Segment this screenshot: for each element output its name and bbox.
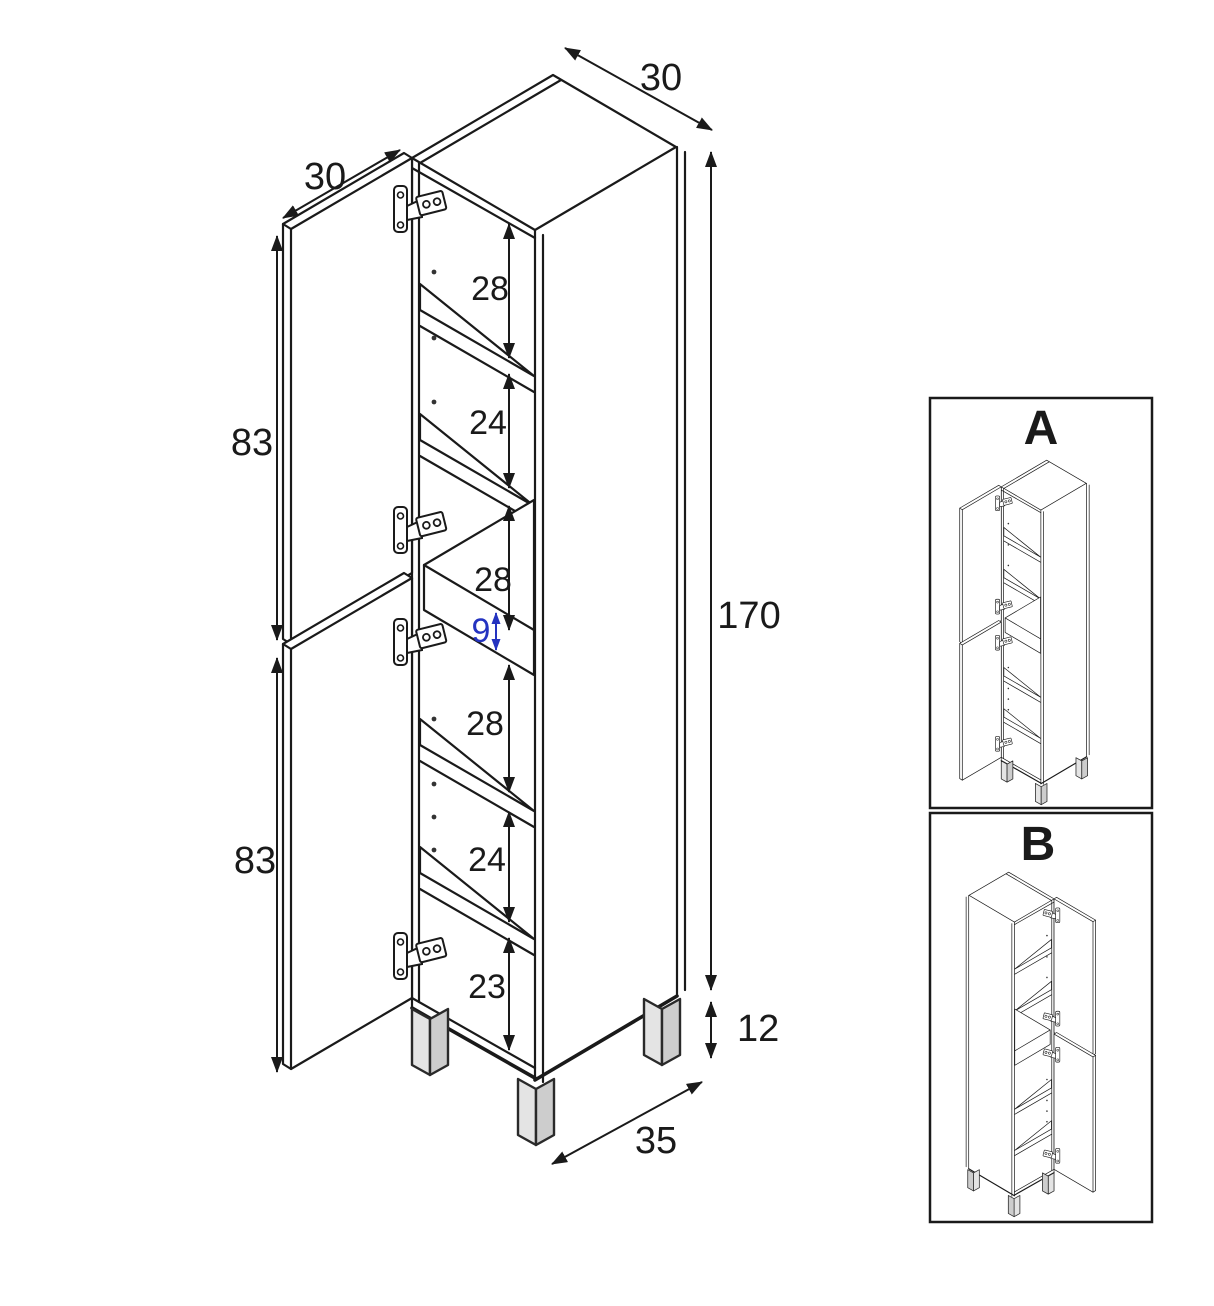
leg-front-left — [410, 1007, 450, 1077]
cabinet-top-panel — [410, 73, 678, 232]
variant-panel-b: B — [928, 811, 1154, 1224]
hinge-icon — [393, 618, 448, 666]
dim-depth-arrow — [551, 1081, 703, 1165]
dim-door-width-arrow — [282, 149, 401, 219]
upper-door-open — [281, 151, 414, 646]
variant-b-label: B — [1021, 818, 1056, 871]
variant-a-label: A — [1024, 402, 1059, 455]
dim-gap1-label: 28 — [471, 270, 509, 308]
dim-gap5-label: 24 — [468, 841, 506, 879]
cabinet-isometric-view — [281, 73, 687, 1147]
hinge-icon — [393, 932, 448, 980]
dim-drawer-label: 9 — [472, 612, 491, 650]
dimension-annotations: 30 30 170 12 35 83 83 28 24 28 9 28 — [231, 47, 781, 1165]
hinge-icon — [393, 506, 448, 554]
dim-top-width-arrow — [564, 47, 713, 131]
dim-total-height-label: 170 — [717, 595, 780, 637]
dim-door-width-label: 30 — [304, 156, 346, 198]
leg-back-right — [642, 997, 682, 1067]
hinge-icon — [393, 185, 448, 233]
dim-gap4-label: 28 — [466, 705, 504, 743]
lower-door-open — [281, 571, 414, 1071]
dim-upper-door-label: 83 — [231, 422, 273, 464]
dim-top-width-label: 30 — [640, 57, 682, 99]
cabinet-right-side-panel — [533, 145, 687, 1084]
dim-lower-door-label: 83 — [234, 840, 276, 882]
variant-b-frame — [928, 811, 1154, 1224]
dim-leg-height-label: 12 — [737, 1008, 779, 1050]
variant-panel-a: A — [928, 396, 1154, 810]
dim-gap3-label: 28 — [474, 561, 512, 599]
dim-depth-label: 35 — [635, 1120, 677, 1162]
dim-gap6-label: 23 — [468, 968, 506, 1006]
dim-gap2-label: 24 — [469, 404, 507, 442]
leg-front-right — [516, 1077, 556, 1147]
